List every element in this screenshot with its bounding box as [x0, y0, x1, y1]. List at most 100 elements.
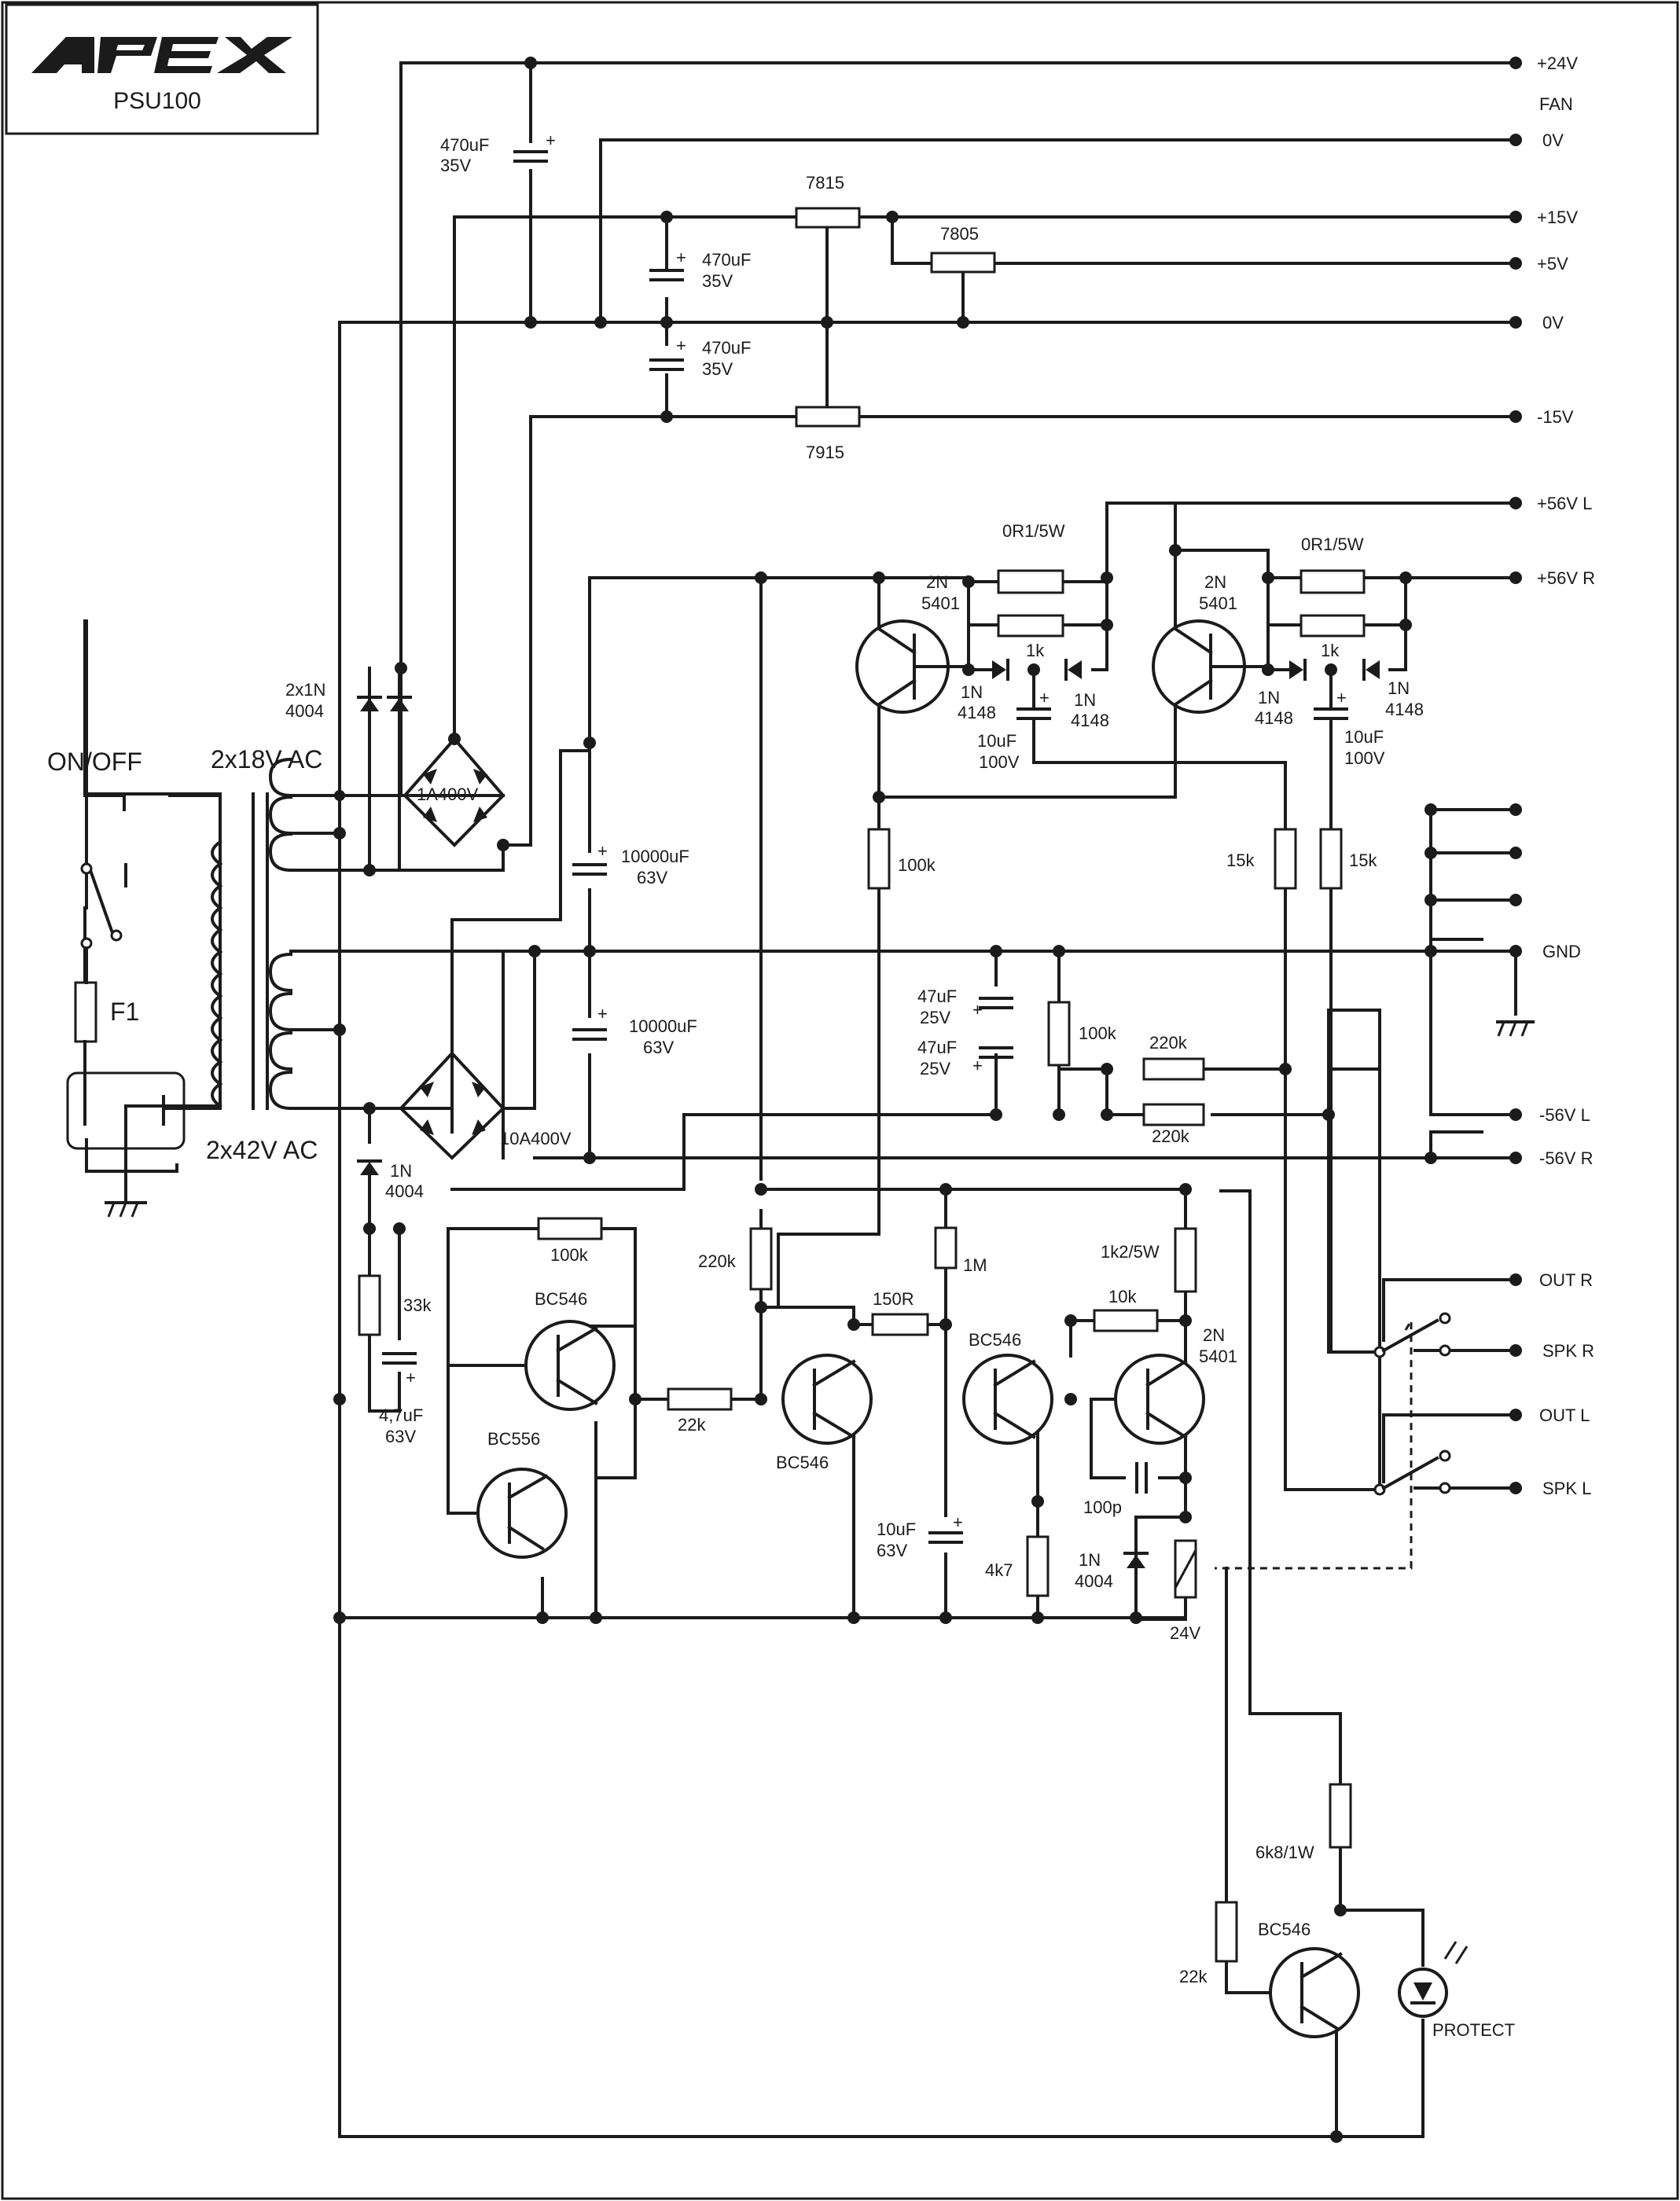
- resistor-220k-a: [1142, 1057, 1205, 1081]
- dlr-label2: 4148: [1071, 711, 1109, 730]
- r1kl-label: 1k: [1026, 641, 1045, 660]
- drr-label2: 4148: [1385, 700, 1424, 719]
- cap-4u7: +: [382, 1340, 417, 1387]
- wires-secondary: [289, 667, 591, 1159]
- c470a-label2: 35V: [440, 156, 471, 175]
- resistor-15k-b: [1319, 828, 1343, 890]
- d1nb-label2: 4004: [1075, 1571, 1113, 1591]
- transistor-2n5401-left: [855, 619, 970, 714]
- dll-label1: 1N: [961, 682, 983, 702]
- r4k7-label: 4k7: [985, 1560, 1013, 1580]
- cap-10000uf-b: +: [572, 1004, 608, 1053]
- r22kb-label: 22k: [1179, 1967, 1208, 1986]
- reg-7915: [795, 406, 861, 428]
- rail-fan: FAN: [1539, 94, 1573, 114]
- led-protect: [1398, 1941, 1469, 2018]
- c4u7-label1: 4,7uF: [379, 1405, 423, 1425]
- transistor-bc546-d: [1269, 1947, 1360, 2038]
- diode-1n4004-d: [1123, 1552, 1149, 1568]
- led-label: PROTECT: [1432, 2020, 1515, 2040]
- rail-p56r: +56V R: [1537, 568, 1595, 588]
- resistor-100k-b: [1047, 1001, 1071, 1067]
- junction-dots: [333, 57, 1522, 2143]
- transistor-bc546-c: [962, 1354, 1053, 1445]
- c10uc-label2: 63V: [877, 1541, 907, 1560]
- diodes: [357, 659, 1380, 1568]
- cap-10uf-right: +: [1314, 688, 1348, 720]
- resistor-0r1-left: [997, 569, 1064, 594]
- svg-text:+: +: [676, 248, 686, 267]
- drl-label1: 1N: [1258, 688, 1280, 707]
- r6k8-label: 6k8/1W: [1255, 1843, 1314, 1862]
- cap-470uf-a: +: [513, 130, 556, 169]
- resistor-1k-left: [997, 614, 1064, 638]
- qbc546a-label: BC546: [535, 1289, 587, 1309]
- diode-1n4148-rl: [1289, 659, 1307, 681]
- transistor-2n5401-right: [1152, 619, 1270, 714]
- dlr-label1: 1N: [1074, 690, 1096, 710]
- r150r-label: 150R: [873, 1289, 914, 1309]
- r0r1r-label: 0R1/5W: [1301, 535, 1364, 554]
- out-r-label: OUT R: [1539, 1270, 1593, 1290]
- resistor-15k-a: [1274, 828, 1297, 890]
- ground-symbol: [1496, 1020, 1535, 1037]
- dll-label2: 4148: [958, 703, 996, 722]
- diode-1n4148-rr: [1362, 659, 1380, 681]
- cap-10000uf-a: +: [572, 841, 608, 888]
- relay-contacts: [1381, 1312, 1451, 1494]
- cap-47uf-b: +: [972, 1022, 1013, 1075]
- d1na-label2: 4004: [385, 1181, 424, 1201]
- qbc546b-label: BC546: [776, 1453, 829, 1472]
- diode-1n4148-ll: [992, 659, 1009, 681]
- transistor-2n5401-driver: [1114, 1354, 1205, 1445]
- title-block: PSU100: [5, 3, 319, 135]
- cap-47uf-a: +: [972, 987, 1013, 1020]
- rail-m56r: -56V R: [1539, 1148, 1593, 1168]
- c47a-label1: 47uF: [917, 987, 957, 1006]
- resistor-1k-right: [1300, 614, 1366, 638]
- c470b-label1: 470uF: [702, 250, 751, 270]
- resistor-33k: [358, 1274, 381, 1336]
- resistor-150r: [871, 1313, 929, 1336]
- reg-7805: [930, 252, 996, 274]
- c10ur-label1: 10uF: [1344, 727, 1384, 747]
- rail-0v: 0V: [1542, 313, 1564, 333]
- resistor-1m: [934, 1226, 958, 1270]
- r100kb-label: 100k: [1079, 1023, 1117, 1043]
- relay-label: 24V: [1170, 1623, 1200, 1643]
- fuse-label: F1: [110, 998, 139, 1026]
- transistor-bc556: [476, 1468, 568, 1559]
- r220kb-label: 220k: [1152, 1126, 1190, 1146]
- resistor-1k2: [1174, 1227, 1197, 1293]
- iec-socket: [66, 794, 222, 1218]
- spk-r-label: SPK R: [1542, 1341, 1594, 1361]
- q2nc-label1: 2N: [1203, 1325, 1225, 1345]
- transistor-bc546-a: [524, 1320, 616, 1411]
- r1k2-label: 1k2/5W: [1101, 1242, 1160, 1262]
- diode-1n4148-lr: [1064, 659, 1082, 681]
- r33k-label: 33k: [403, 1295, 432, 1315]
- cap-470uf-c: +: [649, 336, 686, 373]
- transistor-bc546-b: [781, 1354, 873, 1445]
- resistor-22k-b: [1215, 1901, 1238, 1963]
- r1kr-label: 1k: [1321, 641, 1340, 660]
- svg-text:+: +: [406, 1368, 416, 1387]
- ql-label2: 5401: [921, 593, 960, 613]
- component-labels: 470uF 35V 470uF 35V 470uF 35V 7815 7805 …: [285, 135, 1515, 2040]
- reg-7815-label: 7815: [806, 173, 844, 193]
- bridge-small-label: 1A400V: [417, 784, 479, 804]
- secondary-42v-label: 2x42V AC: [206, 1136, 318, 1164]
- c10ul-label2: 100V: [979, 752, 1020, 772]
- c470a-label1: 470uF: [440, 135, 489, 155]
- qbc546c-label: BC546: [969, 1330, 1021, 1350]
- bridge-rectifier-small: [403, 736, 505, 847]
- rail-p56l: +56V L: [1537, 494, 1592, 513]
- mains-labels: ON/OFF F1 2x18V AC 2x42V AC: [47, 745, 322, 1164]
- cap-470uf-b: +: [649, 248, 686, 297]
- svg-text:+: +: [546, 130, 556, 150]
- svg-text:+: +: [676, 336, 686, 355]
- svg-text:+: +: [953, 1512, 963, 1532]
- d1na-label1: 1N: [390, 1161, 412, 1181]
- fuse-f1: [74, 981, 97, 1043]
